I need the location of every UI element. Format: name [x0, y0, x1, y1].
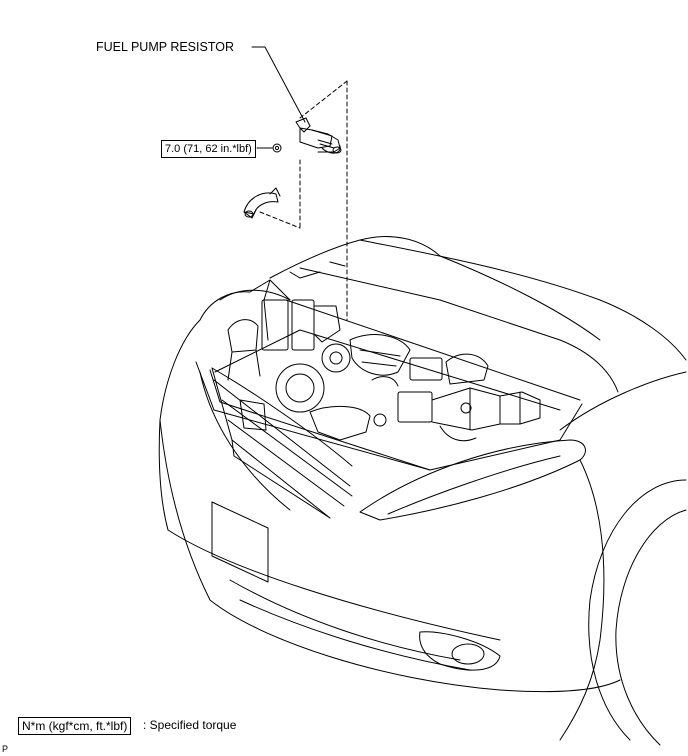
engine-bay-outline: [199, 279, 583, 471]
grille: [211, 367, 353, 519]
fog-lamp-icon: [419, 631, 501, 671]
legend-torque-unit-box: N*m (kgf*cm, ft.*lbf): [18, 717, 132, 735]
legend-description: : Specified torque: [143, 718, 237, 732]
fender-and-wheel: [559, 371, 687, 746]
dashed-guide-lines: [259, 80, 348, 321]
nut-icon: [272, 143, 282, 153]
front-bumper: [158, 319, 621, 693]
connector-part: [243, 187, 281, 219]
license-plate-area: [211, 501, 269, 583]
fuel-pump-resistor-part: [295, 117, 342, 154]
vehicle-hood: [269, 236, 687, 393]
leader-lines: [251, 46, 306, 149]
corner-code: P: [2, 744, 9, 754]
engine-components: [227, 279, 541, 442]
part-label-fuel-pump-resistor: FUEL PUMP RESISTOR: [96, 40, 234, 54]
torque-spec-label: 7.0 (71, 62 in.*lbf): [161, 140, 256, 158]
headlamp-left: [359, 439, 586, 521]
